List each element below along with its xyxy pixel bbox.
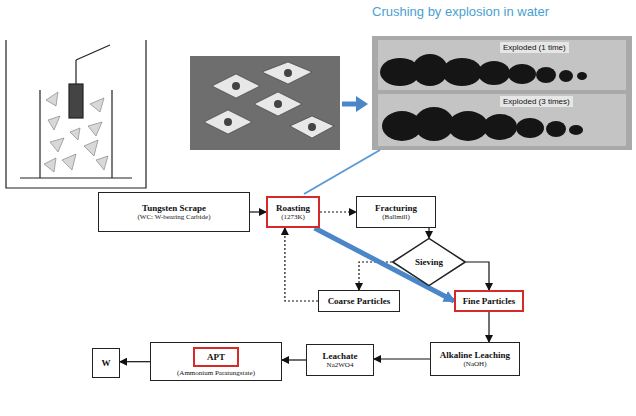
node-title: Sieving (415, 257, 443, 267)
tile-photo (190, 56, 340, 150)
flow-arrow (282, 359, 306, 360)
process-box: Coarse Particles (318, 290, 400, 312)
flow-arrow (250, 211, 266, 212)
node-title: Fine Particles (463, 296, 516, 306)
node-title: Tungsten Scrape (142, 203, 206, 213)
node-title: Alkaline Leaching (440, 350, 510, 360)
node-title: Leachate (323, 351, 358, 361)
node-detail: (1273K) (281, 213, 305, 221)
flow-arrow (428, 228, 429, 238)
photo-caption: Exploded (3 times) (500, 96, 573, 107)
exploded-photo (372, 36, 632, 150)
node-title: Fracturing (375, 203, 417, 213)
flow-arrow (466, 262, 489, 290)
flow-arrow (120, 361, 150, 362)
node-detail: Na2WO4 (327, 361, 354, 369)
node-title: Roasting (276, 203, 310, 213)
node-title: APT (207, 352, 225, 362)
node-title: Coarse Particles (328, 296, 391, 306)
node-detail: (Ballmill) (382, 213, 410, 221)
blue-leader (304, 150, 380, 194)
blue-arrow (342, 96, 368, 112)
product-box: W (92, 348, 120, 378)
flow-arrow (488, 312, 489, 342)
process-box: Fine Particles (454, 290, 524, 312)
product-box: APT (193, 347, 239, 367)
process-box: Alkaline Leaching(NaOH) (430, 342, 520, 376)
node-title: (Ammonium Paratungstate) (177, 369, 255, 377)
node-detail: (NaOH) (464, 360, 487, 368)
flow-arrow (320, 211, 356, 212)
explosion-tank (6, 40, 146, 188)
process-box: Tungsten Scrape(WC: W-bearing Carbide) (98, 192, 250, 232)
process-box: Fracturing(Ballmill) (356, 196, 436, 228)
flow-arrow (374, 358, 430, 359)
flow-arrow (285, 228, 318, 301)
scrap-pieces (44, 92, 108, 172)
process-box: LeachateNa2WO4 (306, 344, 374, 376)
photo-caption: Exploded (1 time) (500, 42, 569, 53)
process-box: Roasting(1273K) (266, 196, 320, 228)
process-box: APT (Ammonium Paratungstate) (150, 342, 282, 381)
node-title: W (102, 358, 111, 368)
section-title: Crushing by explosion in water (372, 4, 549, 19)
decision-diamond: Sieving (392, 238, 466, 286)
node-detail: (WC: W-bearing Carbide) (138, 213, 211, 221)
